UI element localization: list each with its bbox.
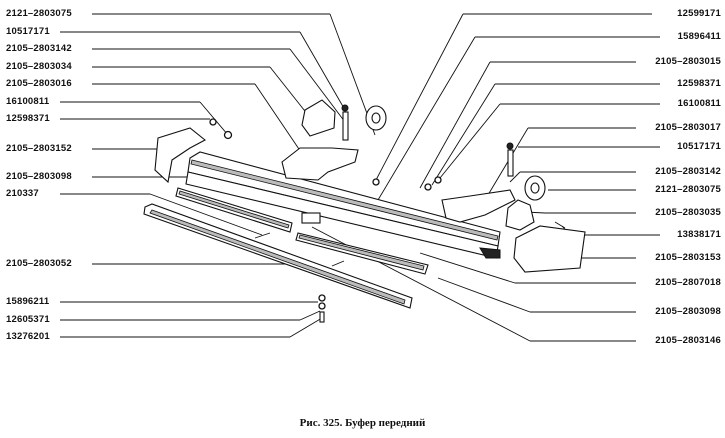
part-label: 2105–2803035 xyxy=(655,207,721,218)
bumper-beam xyxy=(185,151,501,259)
part-label: 2105–2803142 xyxy=(655,166,721,177)
part-label: 2105–2803142 xyxy=(6,43,72,54)
part-label: 2121–2803075 xyxy=(6,8,72,19)
part-label: 16100811 xyxy=(6,96,50,107)
part-label: 15896211 xyxy=(6,296,50,307)
part-label: 2105–2803153 xyxy=(655,252,721,263)
leader-lines-right xyxy=(311,13,660,342)
part-label: 15896411 xyxy=(677,31,721,42)
part-label: 2105–2803017 xyxy=(655,122,721,133)
hardware xyxy=(209,104,566,323)
part-label: 13276201 xyxy=(6,331,50,342)
mount-brackets xyxy=(281,99,535,231)
part-label: 12599171 xyxy=(677,8,721,19)
part-label: 2105–2803146 xyxy=(655,335,721,346)
part-label: 12605371 xyxy=(6,314,50,325)
part-label: 2105–2803052 xyxy=(6,258,72,269)
part-label: 2105–2803016 xyxy=(6,78,72,89)
leader-lines-left xyxy=(60,13,376,338)
end-caps xyxy=(154,127,586,273)
part-label: 2121–2803075 xyxy=(655,184,721,195)
part-label: 13838171 xyxy=(677,229,721,240)
part-label: 210337 xyxy=(6,188,39,199)
lower-molding xyxy=(143,187,429,309)
part-label: 12598371 xyxy=(677,78,721,89)
figure-caption: Рис. 325. Буфер передний xyxy=(299,417,426,429)
part-label: 10517171 xyxy=(677,141,721,152)
part-label: 2105–2803152 xyxy=(6,143,72,154)
part-label: 10517171 xyxy=(6,26,50,37)
part-label: 2105–2807018 xyxy=(655,277,721,288)
part-label: 2105–2803098 xyxy=(6,171,72,182)
part-label: 2105–2803034 xyxy=(6,61,72,72)
part-label: 2105–2803015 xyxy=(655,56,721,67)
part-label: 16100811 xyxy=(677,98,721,109)
part-label: 2105–2803098 xyxy=(655,306,721,317)
part-label: 12598371 xyxy=(6,113,50,124)
